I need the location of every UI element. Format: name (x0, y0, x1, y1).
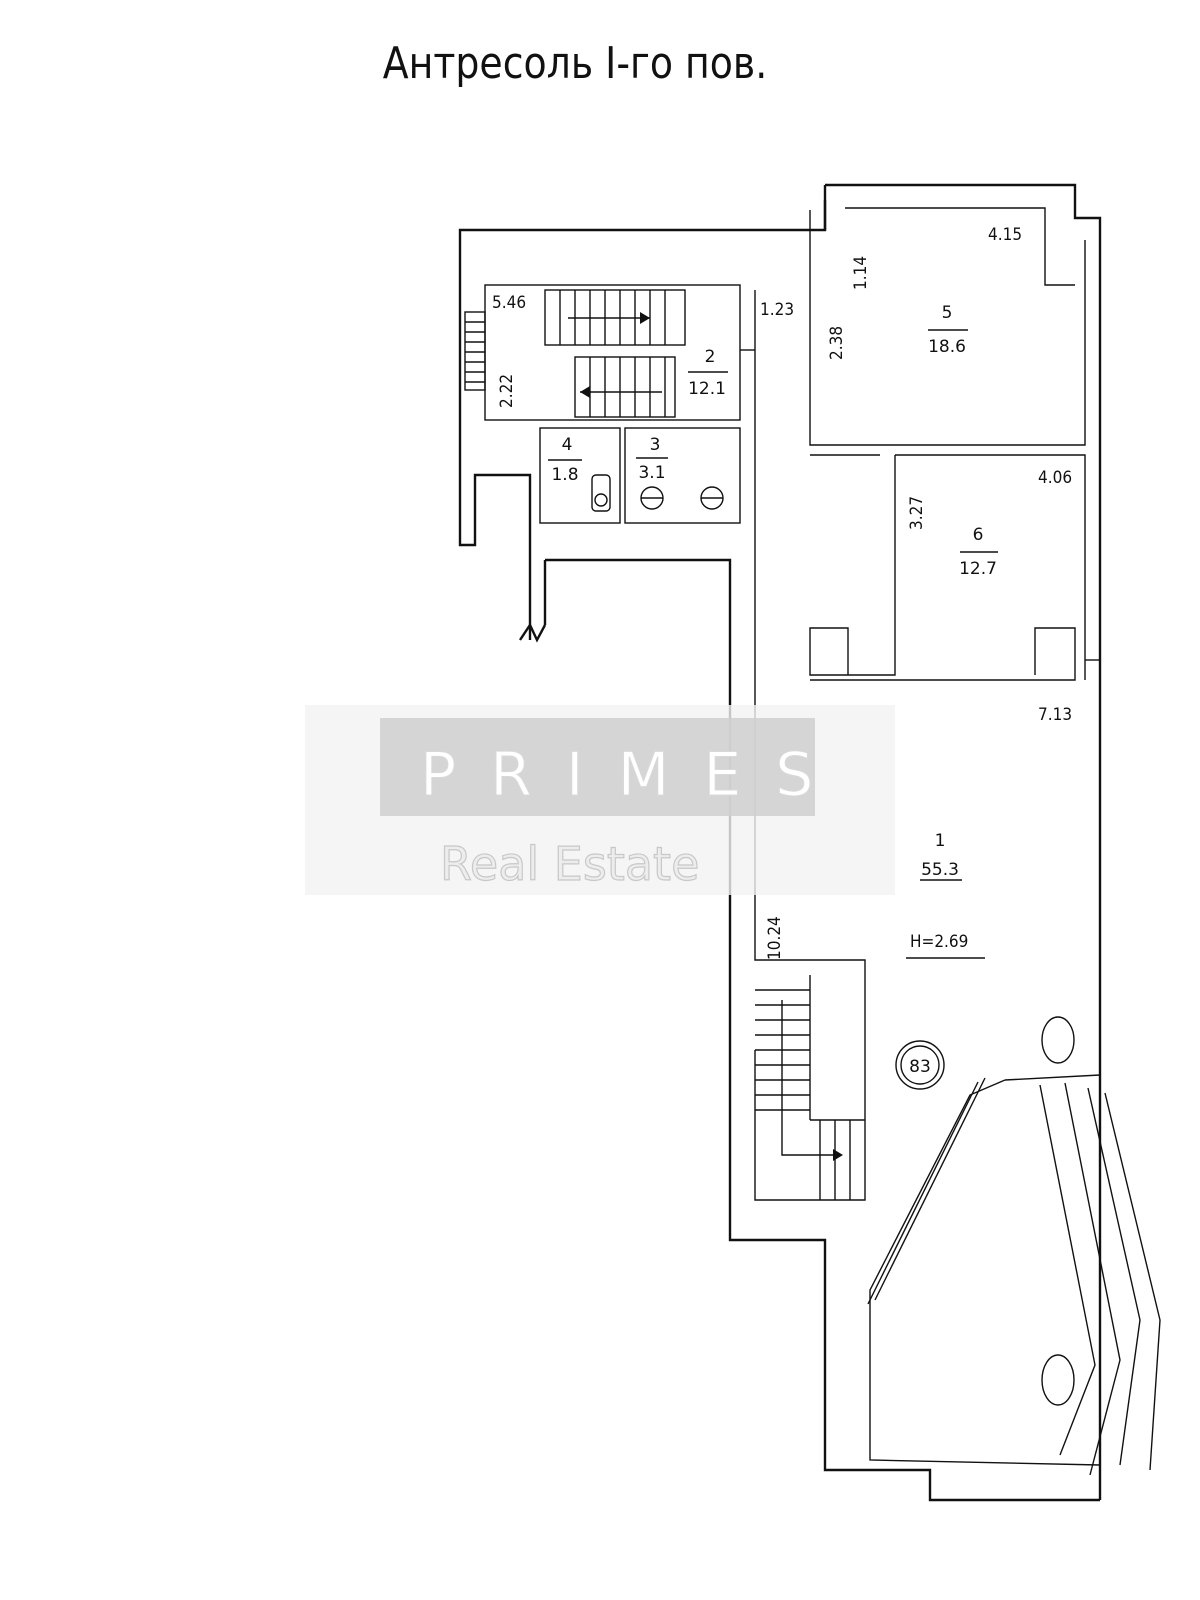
dimension-labels: 5.46 2.22 1.23 2.38 1.14 4.15 3.27 4.06 … (492, 225, 1072, 960)
dimension-label: 4.06 (1038, 468, 1072, 488)
dimension-label: 2.38 (827, 326, 847, 360)
room-area: 3.1 (638, 463, 665, 483)
dimension-label: 4.15 (988, 225, 1022, 245)
room-number: 4 (562, 435, 573, 455)
room-6: 6 12.7 (959, 525, 998, 579)
room-4: 4 1.8 (548, 435, 582, 485)
room-number: 5 (942, 303, 953, 323)
room-number: 2 (705, 347, 716, 367)
watermark-subtitle: Real Estate (440, 837, 699, 891)
room-1: 1 55.3 (920, 831, 962, 881)
dimension-label: 3.27 (907, 496, 927, 530)
watermark: PRIMES Real Estate (305, 705, 895, 895)
watermark-brand: PRIMES (420, 740, 847, 810)
ceiling-height-label: H=2.69 (910, 932, 968, 952)
room-number: 3 (650, 435, 661, 455)
room-area: 12.1 (688, 379, 726, 399)
columns (1041, 1016, 1075, 1406)
dimension-label: 1.14 (851, 256, 871, 290)
stamp-badge: 83 (895, 1040, 945, 1090)
staircase (464, 289, 865, 1200)
dimension-label: 1.23 (760, 300, 794, 320)
room-number: 1 (935, 831, 946, 851)
room-5: 5 18.6 (928, 303, 968, 357)
outer-walls (458, 183, 1102, 1502)
room-number: 6 (973, 525, 984, 545)
room-area: 12.7 (959, 559, 997, 579)
dimension-label: 7.13 (1038, 705, 1072, 725)
room-3: 3 3.1 (636, 435, 668, 483)
room-2: 2 12.1 (688, 347, 728, 399)
room-area: 18.6 (928, 337, 966, 357)
dimension-label: 2.22 (497, 374, 517, 408)
page-title: Антресоль I-го пов. (382, 38, 768, 89)
dimension-label: 10.24 (765, 916, 785, 960)
room-area: 55.3 (921, 860, 959, 880)
dimension-label: 5.46 (492, 293, 526, 313)
stamp-number: 83 (909, 1057, 931, 1077)
wc-fixtures (591, 474, 724, 512)
room-area: 1.8 (551, 465, 578, 485)
